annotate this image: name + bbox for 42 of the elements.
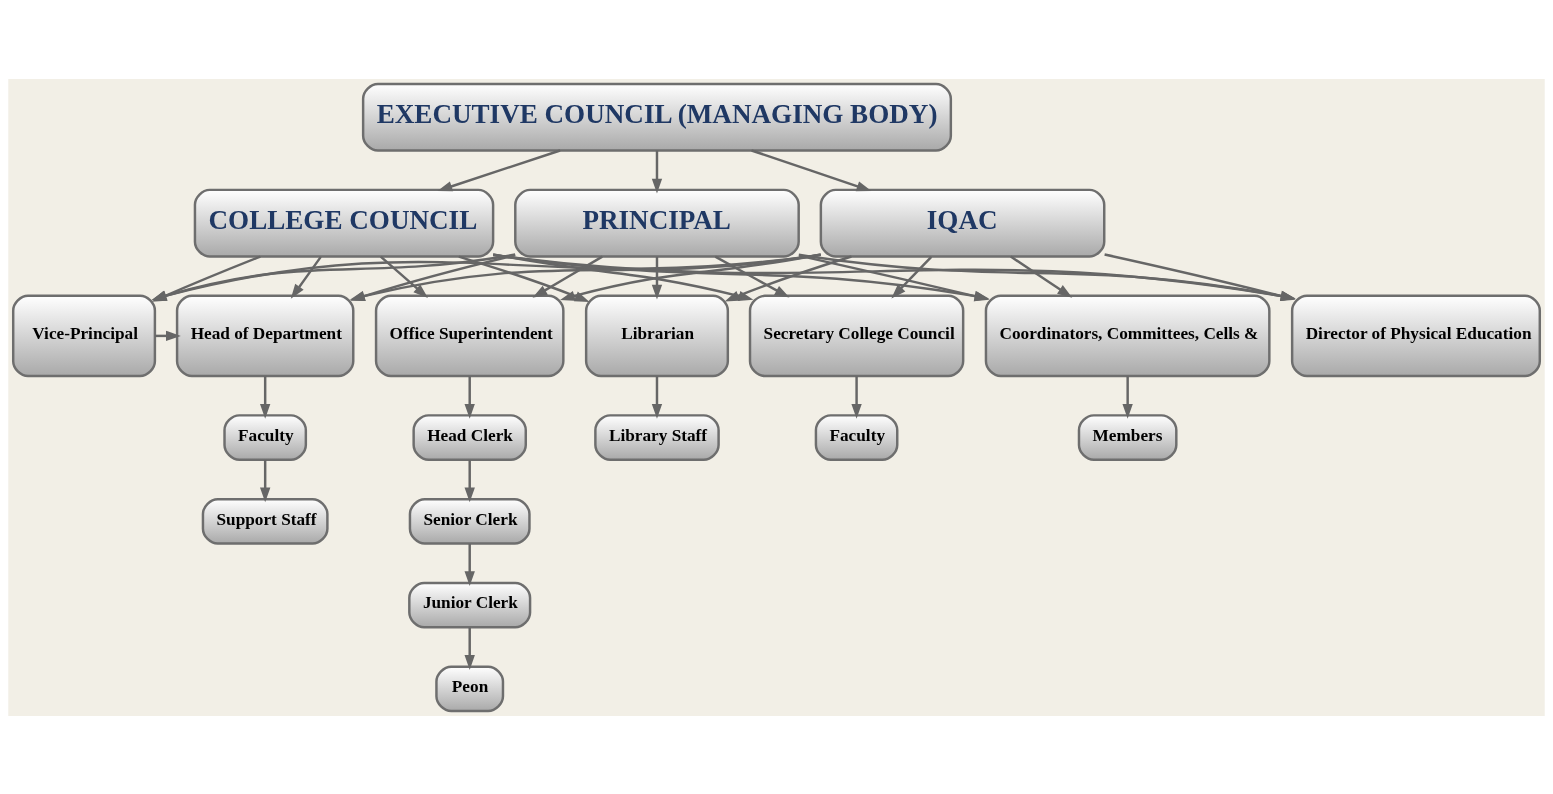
node-box: Director of Physical Education xyxy=(1290,294,1541,377)
arrow xyxy=(458,254,590,302)
node-box: Faculty xyxy=(223,413,308,461)
arrow xyxy=(651,150,663,193)
arrow xyxy=(290,255,322,299)
node-box: Vice-Principal xyxy=(12,294,157,377)
arrow xyxy=(651,256,663,299)
arrow xyxy=(532,255,603,298)
arrow xyxy=(260,375,271,419)
arrow xyxy=(891,255,933,298)
node-box: Senior Clerk xyxy=(408,497,531,545)
arrow xyxy=(1010,255,1073,298)
node-box: Library Staff xyxy=(594,413,720,461)
arrow xyxy=(751,148,872,191)
arrow xyxy=(260,459,271,502)
arrow xyxy=(798,253,990,301)
arrow xyxy=(464,543,475,586)
node-box: COLLEGE COUNCIL xyxy=(193,188,495,258)
node-box: EXECUTIVE COUNCIL (MANAGING BODY) xyxy=(361,82,953,152)
arrow xyxy=(464,375,475,419)
node-box: Librarian xyxy=(584,294,730,377)
node-box: Faculty xyxy=(814,413,899,461)
node-box: Peon xyxy=(435,665,505,712)
arrow xyxy=(851,375,862,419)
arrow xyxy=(464,459,475,502)
arrow xyxy=(437,148,561,191)
node-box: Secretary College Council xyxy=(748,294,965,377)
node-box: Head Clerk xyxy=(412,413,527,461)
arrow xyxy=(151,254,261,302)
node-box: Coordinators, Committees, Cells & xyxy=(984,294,1271,377)
arrow xyxy=(651,375,663,419)
node-box: PRINCIPAL xyxy=(514,188,800,258)
node-box: Office Superintendent xyxy=(374,294,565,377)
node-box: Support Staff xyxy=(201,497,329,545)
node-box: Junior Clerk xyxy=(408,581,532,628)
node-box: Head of Department xyxy=(175,294,355,377)
arrow xyxy=(464,627,475,670)
arrow xyxy=(714,255,790,298)
arrow xyxy=(1122,375,1133,419)
node-box: IQAC xyxy=(819,188,1106,258)
arrow xyxy=(379,255,428,298)
node-box: Members xyxy=(1077,413,1178,461)
